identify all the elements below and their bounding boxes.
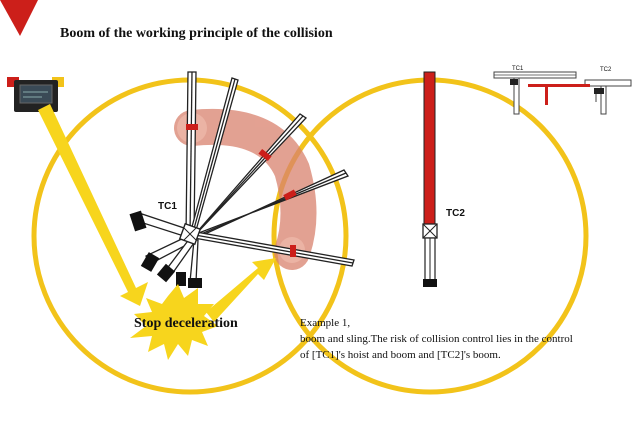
- tc1-booms: [139, 71, 355, 283]
- tc1-label: TC1: [158, 201, 177, 212]
- mini-tc1-label: TC1: [512, 66, 524, 72]
- tc2-crane: [422, 71, 438, 287]
- example-caption: Example 1, boom and sling.The risk of co…: [300, 315, 620, 363]
- tc2-boom: [423, 71, 436, 225]
- control-panel-device: [7, 77, 64, 112]
- mini-tc2-label: TC2: [600, 67, 612, 73]
- diagram-title: Boom of the working principle of the col…: [60, 26, 333, 41]
- example-line-2: boom and sling.The risk of collision con…: [300, 333, 573, 345]
- tc1-counterweights: [129, 210, 202, 288]
- tc1-trolley-markers: [186, 124, 297, 257]
- example-line-1: Example 1,: [300, 317, 351, 329]
- stop-deceleration-label: Stop deceleration: [134, 316, 238, 331]
- corner-triangle: [0, 0, 38, 36]
- example-line-3: of [TC1]'s hoist and boom and [TC2]'s bo…: [300, 349, 501, 361]
- tc2-counterweight: [423, 279, 437, 287]
- mini-elevation-diagram: [493, 71, 632, 115]
- stop-starburst: [130, 284, 218, 360]
- arrow-to-zone: [206, 258, 276, 322]
- tc1-mast: [178, 222, 202, 246]
- yellow-arrows: [38, 104, 276, 322]
- arrow-from-panel: [38, 104, 148, 306]
- tc2-label: TC2: [446, 208, 465, 219]
